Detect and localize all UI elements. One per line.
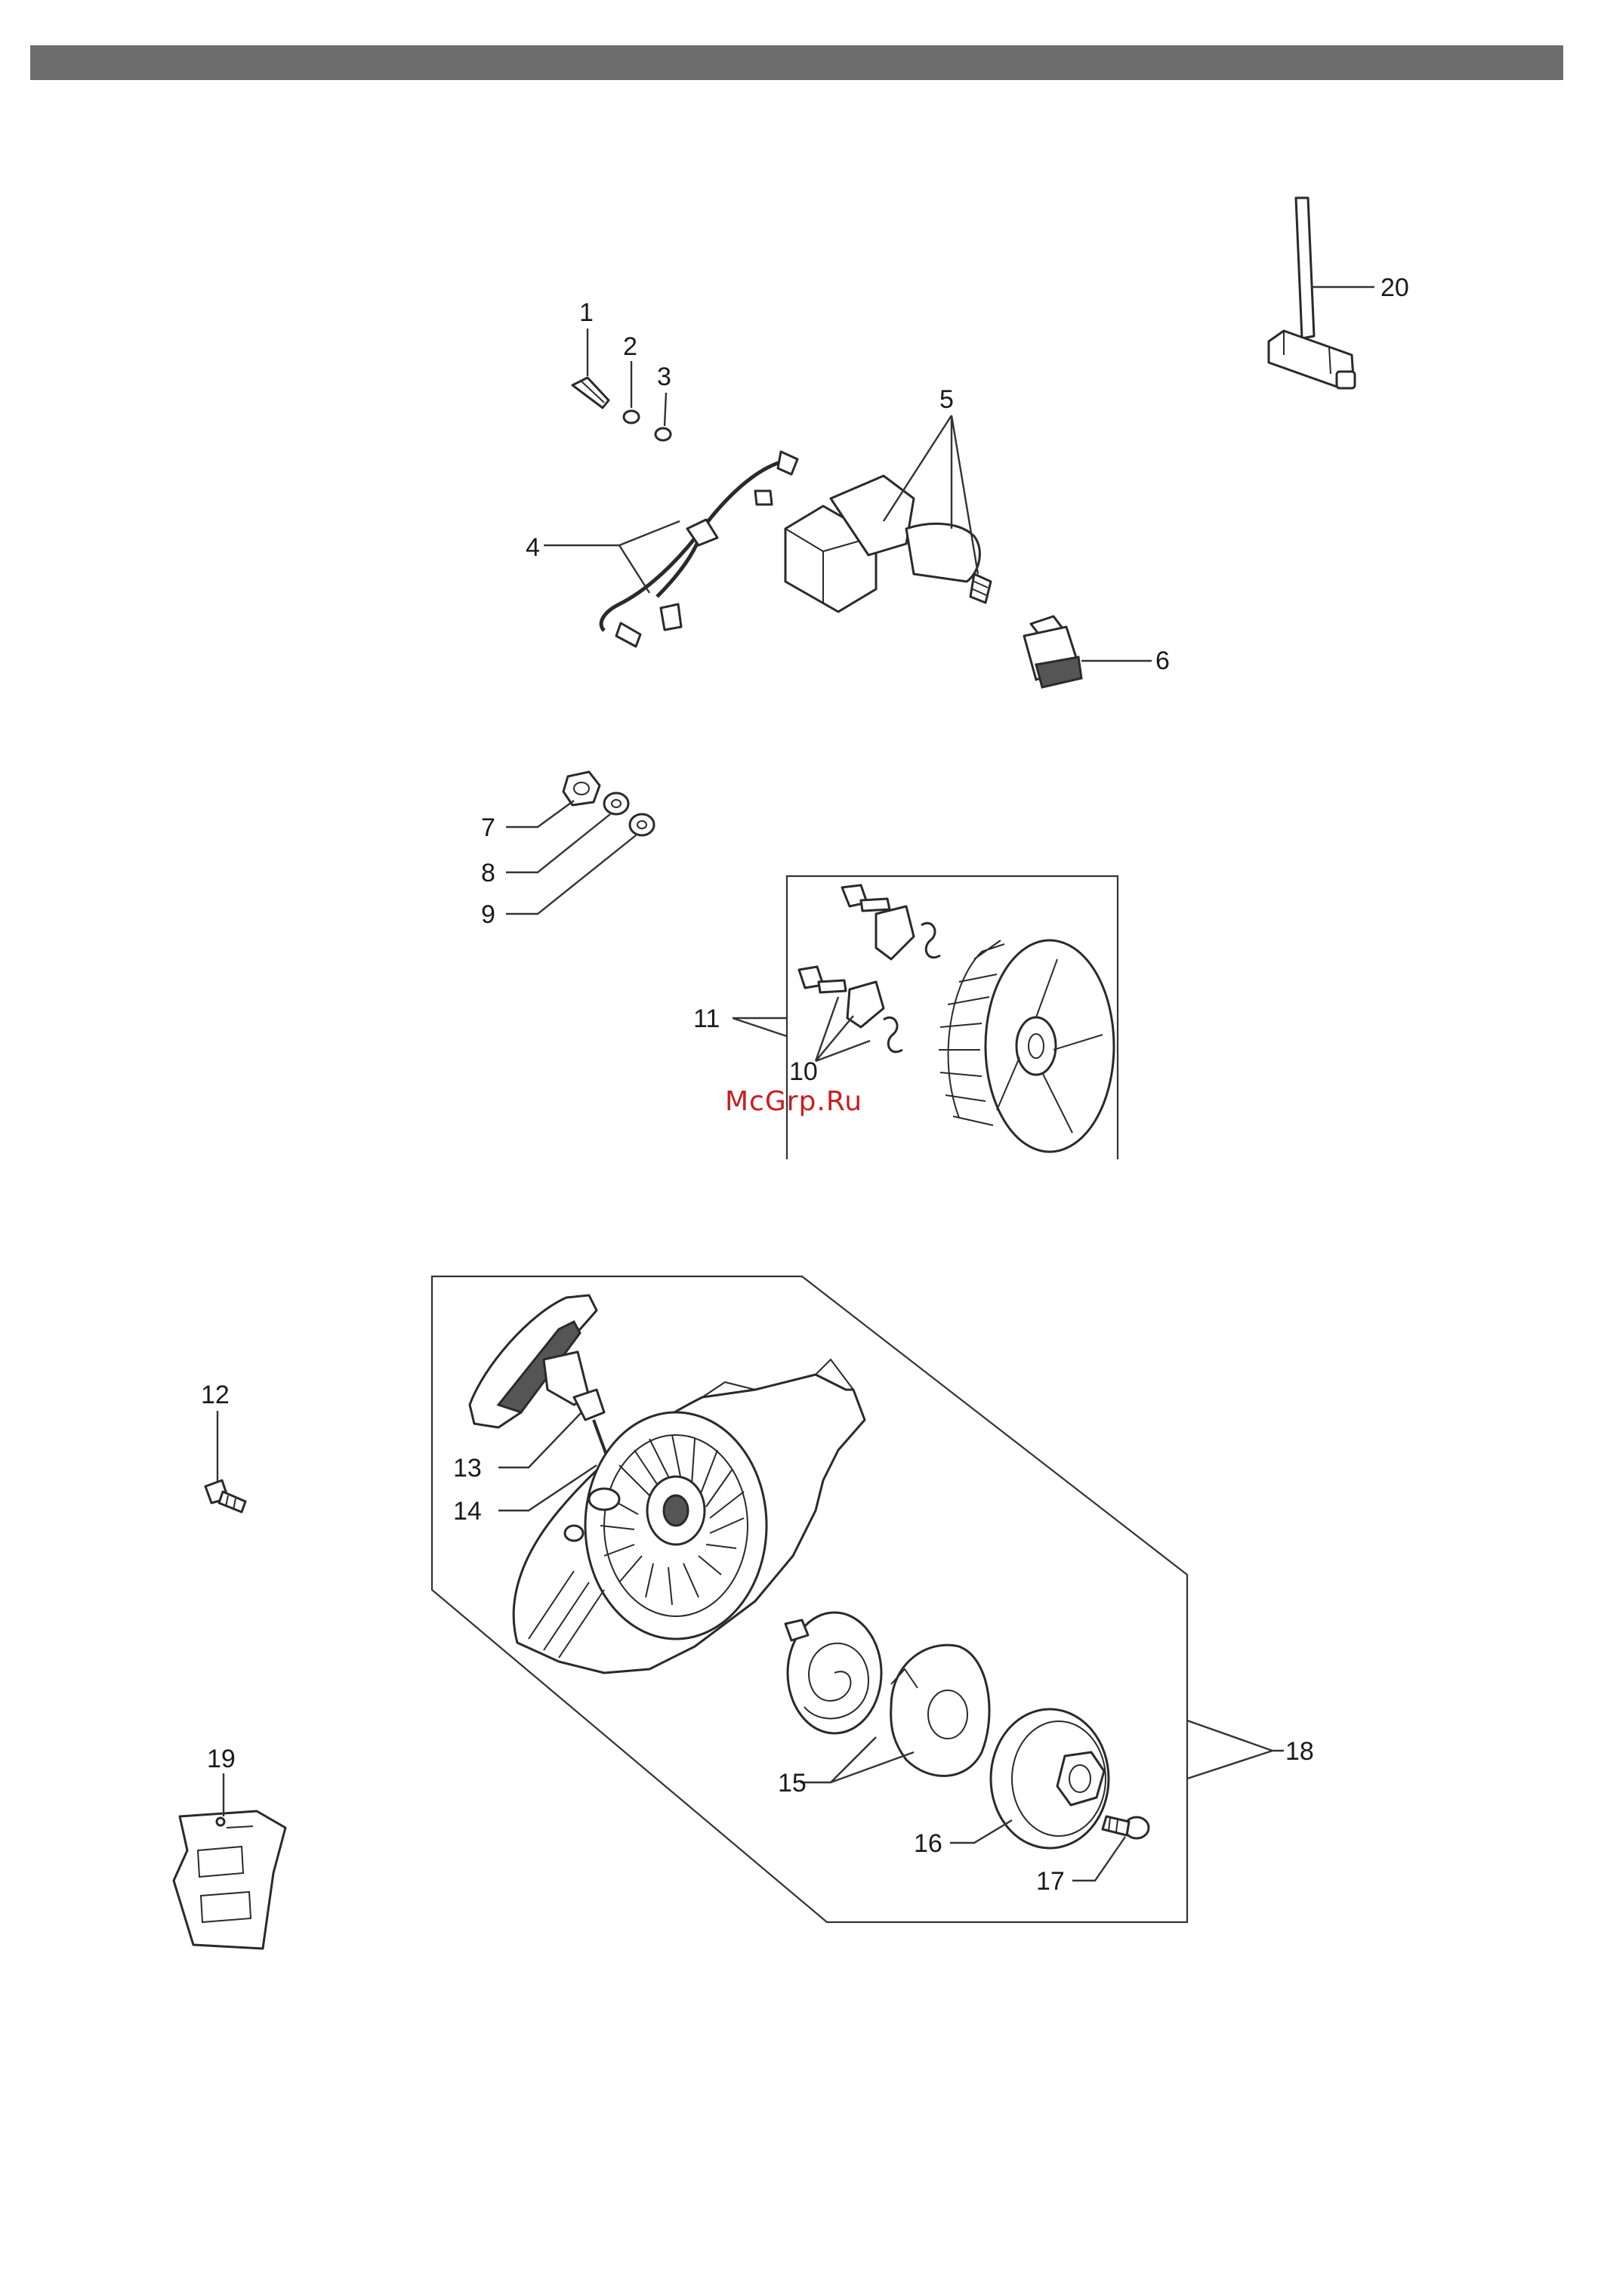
part-3-washer <box>656 428 671 440</box>
part-9-washer <box>630 814 654 835</box>
callout-1: 1 <box>579 298 594 327</box>
callout-6: 6 <box>1155 647 1170 675</box>
callout-14: 14 <box>453 1497 482 1526</box>
callout-13: 13 <box>453 1454 482 1483</box>
leader-11 <box>733 1018 787 1036</box>
leader-18 <box>1187 1720 1284 1779</box>
part-4-cable <box>601 452 797 647</box>
leader-17 <box>1072 1837 1125 1881</box>
callout-20: 20 <box>1380 273 1409 302</box>
watermark-text: McGrp.Ru <box>725 1086 862 1117</box>
part-8-washer <box>604 793 628 814</box>
callout-7: 7 <box>481 813 495 842</box>
part-19-gasket <box>174 1811 285 1949</box>
callout-2: 2 <box>623 332 637 361</box>
leader-13 <box>498 1412 581 1467</box>
callout-4: 4 <box>526 533 540 562</box>
callout-11: 11 <box>693 1004 720 1033</box>
part-6-spark-plug <box>1024 616 1081 687</box>
callout-18: 18 <box>1285 1737 1314 1766</box>
callout-16: 16 <box>914 1829 942 1858</box>
callout-8: 8 <box>481 859 495 887</box>
part-7-nut <box>563 772 600 805</box>
part-20-t-wrench <box>1269 198 1355 388</box>
callout-17: 17 <box>1036 1867 1065 1896</box>
leader-3 <box>665 393 666 426</box>
part-12-screw <box>205 1480 245 1512</box>
part-16-pulley <box>991 1709 1109 1848</box>
part-2-washer <box>624 411 639 423</box>
part-5-ignition-coil <box>785 476 991 612</box>
callout-5: 5 <box>939 385 954 414</box>
callout-12: 12 <box>201 1381 230 1409</box>
part-13-handle <box>470 1295 604 1427</box>
part-17-screw <box>1103 1816 1149 1838</box>
part-1-screw <box>572 378 609 408</box>
leader-7 <box>506 801 574 827</box>
leader-16 <box>950 1820 1012 1843</box>
leader-4 <box>544 521 680 593</box>
callout-19: 19 <box>207 1745 236 1773</box>
part-11-flywheel <box>939 940 1114 1152</box>
part-15-plate <box>891 1645 989 1776</box>
leader-9 <box>506 835 636 914</box>
part-10-pawls <box>799 885 940 1052</box>
callout-15: 15 <box>778 1769 807 1798</box>
callout-3: 3 <box>657 363 671 391</box>
part-15-spring <box>785 1612 881 1733</box>
callout-9: 9 <box>481 900 495 929</box>
callout-10: 10 <box>789 1057 818 1086</box>
leader-8 <box>506 814 610 872</box>
